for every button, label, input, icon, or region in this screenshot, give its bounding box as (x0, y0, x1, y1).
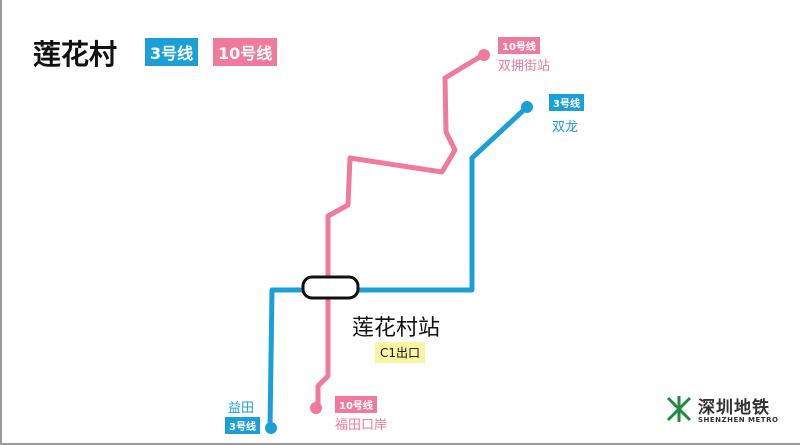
terminal-name: 双龙 (552, 120, 579, 135)
station-capsule (301, 275, 360, 300)
line-10-route (315, 52, 485, 408)
page-title: 莲花村 (33, 38, 118, 71)
terminal-name: 双拥街站 (498, 59, 551, 74)
terminal-line-badge: 10号线 (498, 37, 540, 54)
terminal-line-badge: 3号线 (225, 417, 260, 434)
logo-mark-icon (666, 396, 692, 422)
logo-text-cn: 深圳地铁 (698, 398, 770, 418)
terminal-dot-yitian (265, 422, 277, 434)
terminal-dot-shuanglong (521, 101, 533, 113)
legend-line-10: 10号线 (213, 38, 278, 66)
terminal-name: 福田口岸 (335, 418, 388, 433)
exit-label: C1出口 (375, 342, 426, 363)
terminal-line-badge: 3号线 (549, 94, 584, 111)
logo-text-en: SHENZHEN METRO (698, 416, 779, 424)
terminal-dot-shuangyongjie (478, 49, 490, 61)
terminal-dot-futian-port (310, 402, 322, 414)
terminal-name: 益田 (228, 401, 255, 416)
legend-line-3: 3号线 (145, 38, 199, 66)
terminal-line-badge: 10号线 (335, 396, 377, 413)
line-3-route (267, 105, 529, 429)
station-name: 莲花村站 (352, 316, 441, 341)
